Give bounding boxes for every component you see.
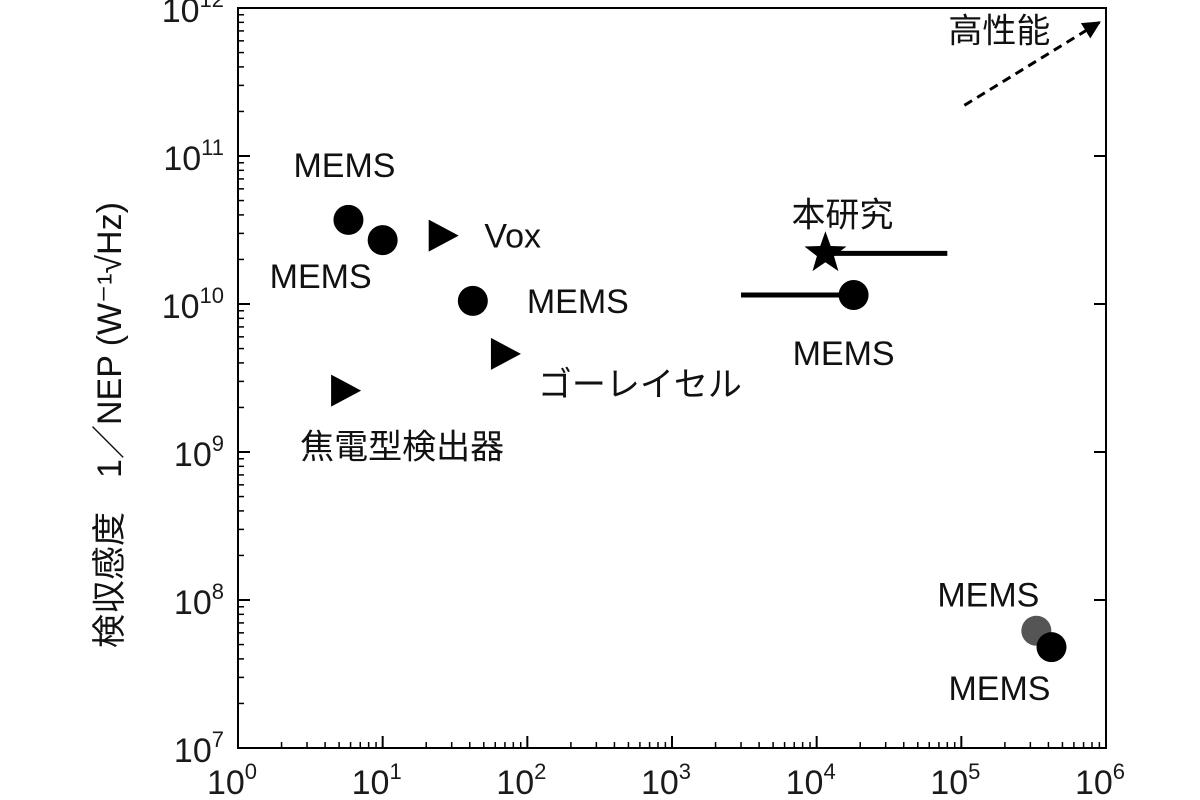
x-tick-label: 101 — [352, 759, 402, 800]
point-annotation: MEMS — [527, 283, 629, 321]
x-tick-label: 100 — [207, 759, 257, 800]
performance-arrow — [963, 21, 1101, 107]
point-annotation: 本研究 — [791, 196, 893, 234]
y-tick-label: 1012 — [162, 0, 224, 30]
x-tick-label: 105 — [930, 759, 980, 800]
data-point-circle — [457, 285, 488, 316]
data-point-triangle — [331, 374, 362, 407]
performance-arrow-label: 高性能 — [948, 12, 1050, 50]
point-annotation: Vox — [484, 218, 541, 256]
y-tick-label: 1010 — [162, 283, 224, 326]
point-annotation: MEMS — [948, 670, 1050, 708]
data-point-triangle — [428, 219, 459, 252]
x-tick-label: 104 — [786, 759, 836, 800]
y-tick-label: 107 — [174, 727, 224, 770]
point-annotation: MEMS — [793, 335, 895, 373]
data-point-star — [804, 231, 847, 272]
point-annotation: MEMS — [270, 258, 372, 296]
x-tick-label: 102 — [496, 759, 546, 800]
y-axis-label: 検収感度 1／NEP (W⁻¹√Hz) — [91, 202, 129, 648]
axes: 100 101 102 103 104 105 106 107 108 109 1010 1011 10… — [162, 0, 1125, 800]
data-point-circle — [333, 204, 364, 235]
point-annotation: MEMS — [293, 147, 395, 185]
y-tick-label: 1011 — [163, 135, 224, 178]
x-tick-label: 103 — [641, 759, 691, 800]
point-annotation: ゴーレイセル — [538, 366, 742, 404]
annotations: MEMSMEMSVoxMEMSゴーレイセル焦電型検出器本研究MEMSMEMSME… — [270, 12, 1101, 708]
point-annotation: 焦電型検出器 — [300, 429, 504, 467]
data-point-triangle — [490, 337, 521, 370]
y-tick-label: 108 — [174, 579, 224, 622]
data-point-circle — [838, 280, 869, 311]
y-tick-label: 109 — [174, 431, 224, 474]
data-point-circle — [1036, 632, 1067, 663]
x-tick-label: 106 — [1075, 759, 1125, 800]
data-point-circle — [367, 225, 398, 256]
point-annotation: MEMS — [937, 577, 1039, 615]
data-series — [331, 204, 1067, 663]
